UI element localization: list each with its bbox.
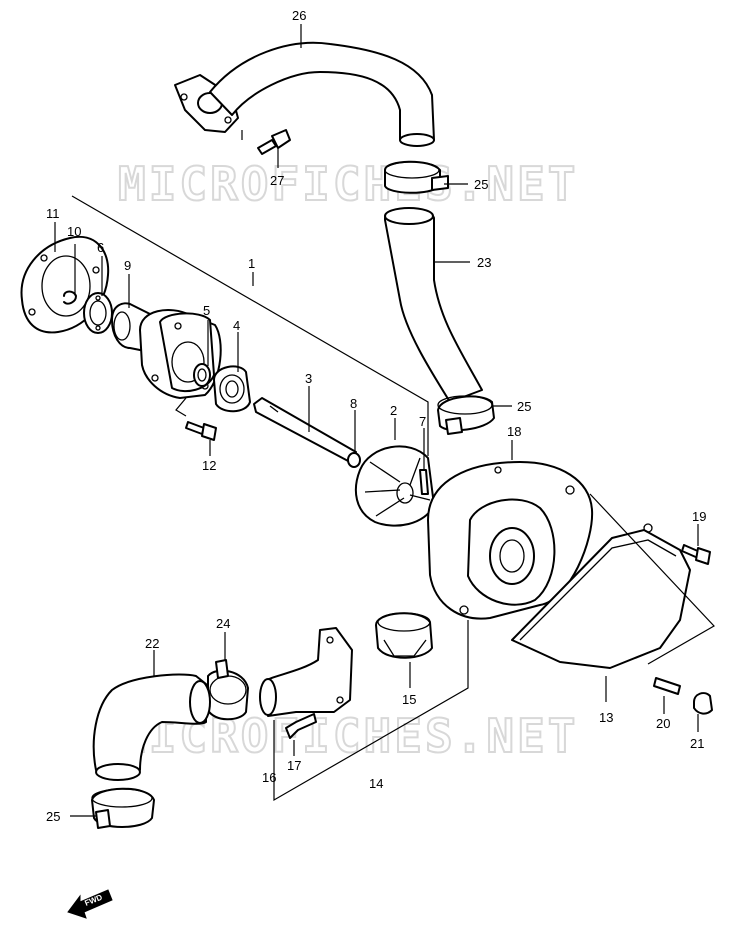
callout-26: 26 [292,8,306,23]
callout-12: 12 [202,458,216,473]
part-26-upper-pipe [174,41,435,147]
callout-10: 10 [67,224,81,239]
part-23-hose [384,207,483,403]
callout-7: 7 [419,414,426,429]
callout-labels: 26 27 25 11 10 6 9 1 23 5 4 3 25 8 2 7 1… [46,8,706,824]
callout-15: 15 [402,692,416,707]
part-21-nut [693,692,713,715]
part-19-bolt [681,544,711,565]
callout-17: 17 [287,758,301,773]
part-20-stud [653,677,681,695]
part-15-thermostat [375,612,433,659]
part-3-shaft [253,397,357,463]
part-6-bearing [83,292,113,334]
part-10-circlip [63,290,77,305]
callout-25-middle: 25 [517,399,531,414]
callout-8: 8 [350,396,357,411]
callout-21: 21 [690,736,704,751]
callout-4: 4 [233,318,240,333]
callout-25-bottom: 25 [46,809,60,824]
part-24-clamp [207,659,249,721]
callout-19: 19 [692,509,706,524]
part-27-bolt [257,129,291,155]
callout-18: 18 [507,424,521,439]
part-13-cover-plate [511,523,691,669]
part-17-bolt [285,713,317,739]
part-2-impeller [354,445,435,527]
callout-6: 6 [97,240,104,255]
part-5-seal [193,363,211,387]
callout-9: 9 [124,258,131,273]
callout-11: 11 [46,206,60,221]
part-16-elbow [259,627,353,717]
callout-22: 22 [145,636,159,651]
part-7-pin [419,469,429,495]
callout-25-top: 25 [474,177,488,192]
callout-14: 14 [369,776,383,791]
fwd-direction-badge: FWD [67,889,113,919]
leader-lines [54,24,715,817]
callout-23: 23 [477,255,491,270]
callout-5: 5 [203,303,210,318]
part-4-mech-seal [213,365,251,413]
callout-3: 3 [305,371,312,386]
callout-27: 27 [270,173,284,188]
part-18-pump-cover [427,461,594,620]
watermark-top: MICROFICHES.NET [118,157,578,211]
callout-2: 2 [390,403,397,418]
callout-16: 16 [262,770,276,785]
callout-1: 1 [248,256,255,271]
part-25-clamp-bottom [91,787,155,829]
callout-13: 13 [599,710,613,725]
part-12-bolt [185,421,217,441]
callout-24: 24 [216,616,230,631]
part-1-pump-housing [139,309,222,399]
part-8-ring [347,452,361,468]
part-25-clamp-middle [437,395,495,435]
part-22-lower-hose [92,673,211,781]
part-25-clamp-top [384,160,449,194]
callout-20: 20 [656,716,670,731]
